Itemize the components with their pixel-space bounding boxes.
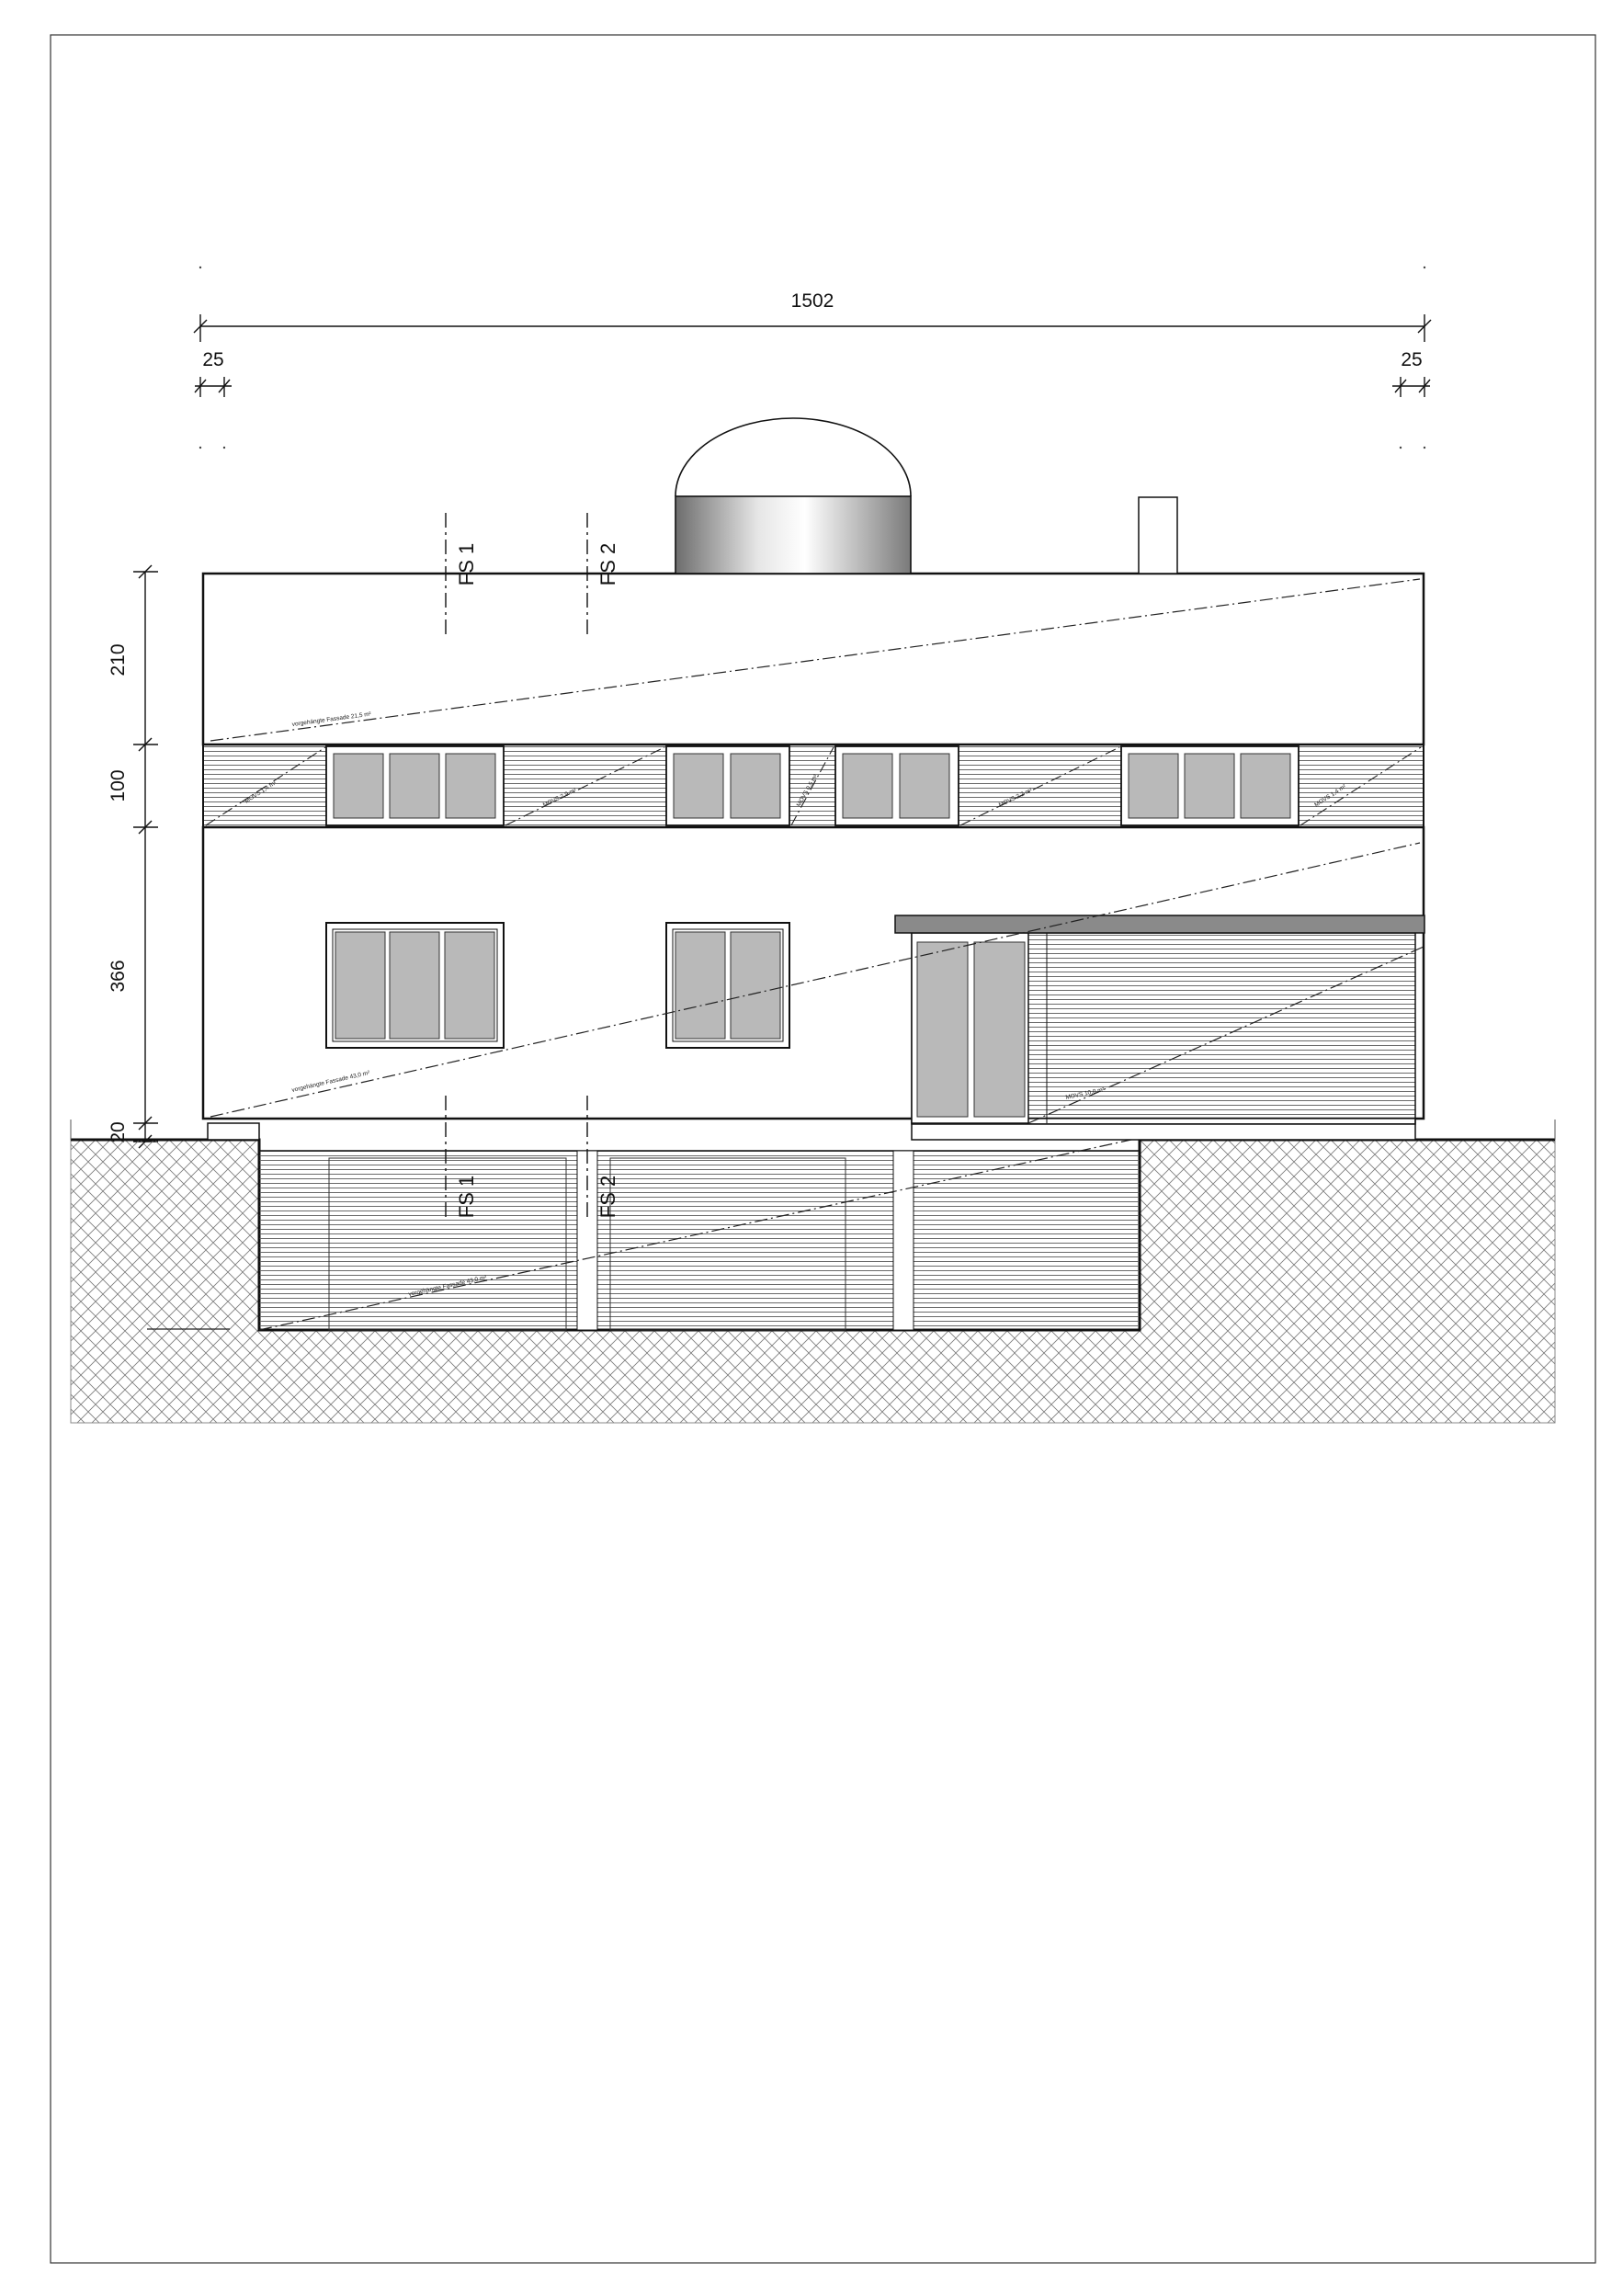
ribbon-window-4 [1120, 745, 1300, 826]
plinth-left [207, 1122, 260, 1141]
basement-door-right [609, 1157, 846, 1331]
ribbon-window-2 [665, 745, 790, 826]
height-dimension-ribbon: 100 [108, 769, 129, 801]
rooftop-dome [675, 417, 912, 574]
horizontal-dimension [193, 314, 1432, 397]
ground-floor-window-double [665, 922, 790, 1049]
chimney [1138, 496, 1178, 574]
ground-floor-window-triple [325, 922, 505, 1049]
basement-cladding [258, 1150, 1141, 1331]
height-dimension-ground-floor: 366 [108, 960, 129, 992]
left-offset-dimension: 25 [202, 349, 223, 370]
ribbon-window-3 [834, 745, 959, 826]
basement-door-left [328, 1157, 567, 1331]
annex-canopy [894, 915, 1425, 934]
ribbon-window-1 [325, 745, 505, 826]
vertical-dimension [133, 564, 158, 1149]
section-marker-fs2-upper: FS 2 [596, 543, 619, 585]
height-dimension-plinth: 20 [108, 1121, 129, 1142]
section-marker-fs2-lower: FS 2 [596, 1176, 619, 1218]
sheet-frame [50, 34, 1596, 2264]
section-marker-fs1-lower: FS 1 [455, 1176, 478, 1218]
section-marker-fs1-upper: FS 1 [455, 543, 478, 585]
attic-wall [201, 572, 1425, 746]
right-offset-dimension: 25 [1401, 349, 1422, 370]
height-dimension-attic: 210 [108, 643, 129, 676]
overall-width-dimension: 1502 [791, 290, 834, 312]
